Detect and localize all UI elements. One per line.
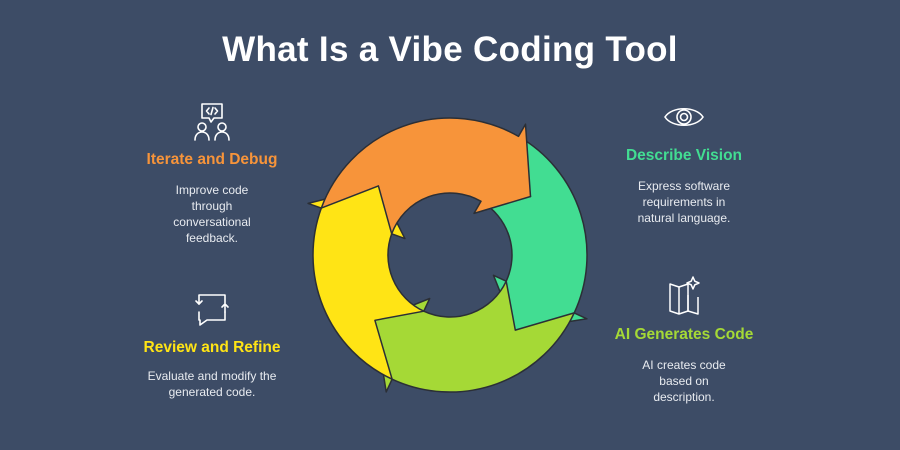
step-description: AI creates code based on description.: [642, 358, 726, 404]
step-review-refine: Review and Refine Evaluate and modify th…: [127, 290, 297, 400]
step-ai-generates-code: AI Generates Code AI creates code based …: [599, 275, 769, 405]
step-describe-vision: Describe Vision Express software require…: [599, 102, 769, 226]
step-title: AI Generates Code: [614, 326, 754, 343]
map-sparkle-icon: [669, 276, 700, 315]
step-description: Express software requirements in natural…: [637, 179, 731, 225]
chat-refresh-icon: [195, 294, 229, 326]
step-description: Evaluate and modify the generated code.: [147, 369, 277, 399]
page-title: What Is a Vibe Coding Tool: [222, 30, 678, 69]
step-title: Iterate and Debug: [146, 151, 278, 168]
step-title: Describe Vision: [625, 147, 742, 164]
code-chat-users-icon: [194, 103, 230, 141]
step-iterate-debug: Iterate and Debug Improve code through c…: [127, 100, 297, 246]
step-title: Review and Refine: [143, 339, 281, 356]
arrow-iterate-debug: [320, 117, 532, 235]
step-description: Improve code through conversational feed…: [173, 183, 251, 245]
eye-icon: [664, 107, 704, 127]
